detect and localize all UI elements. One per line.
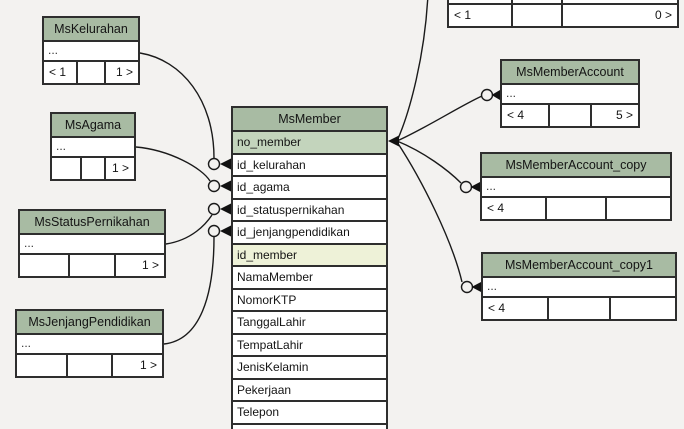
- collapsed-fields-row[interactable]: ...: [482, 178, 670, 198]
- nav-next-cell[interactable]: 1 >: [112, 161, 130, 175]
- nav-prev-cell[interactable]: < 4: [502, 105, 550, 126]
- nav-mid-cell[interactable]: [68, 355, 114, 376]
- table-title[interactable]: MsJenjangPendidikan: [17, 311, 162, 335]
- record-nav-row: < 4: [482, 198, 670, 219]
- table-title[interactable]: MsMember: [233, 108, 386, 132]
- relation-circle-id-kelurahan: [207, 157, 221, 171]
- table-ms-member-account-copy[interactable]: MsMemberAccount_copy ... < 4: [480, 152, 672, 221]
- record-nav-row: < 1 1 >: [44, 62, 138, 83]
- table-title[interactable]: MsMemberAccount_copy1: [483, 254, 675, 278]
- nav-next-cell[interactable]: [611, 298, 675, 319]
- field-row-jenis-kelamin[interactable]: JenisKelamin: [233, 357, 386, 380]
- arrow-into-id-kelurahan: [220, 158, 231, 170]
- table-ms-member-account[interactable]: MsMemberAccount ... < 4 5 >: [500, 59, 640, 128]
- nav-mid-cell[interactable]: [78, 62, 107, 83]
- field-row-id-agama[interactable]: id_agama: [233, 177, 386, 200]
- field-row-tempat-lahir[interactable]: TempatLahir: [233, 334, 386, 357]
- relation-member-account-copy[interactable]: [396, 140, 462, 184]
- clipped-cell: [513, 0, 563, 3]
- record-nav-row: 1 >: [20, 255, 164, 276]
- relation-jenjangpendidikan-member[interactable]: [163, 236, 215, 345]
- collapsed-fields-row[interactable]: ...: [17, 335, 162, 355]
- collapsed-fields-row[interactable]: ...: [20, 235, 164, 255]
- relation-agama-member[interactable]: [135, 146, 211, 182]
- nav-mid-cell[interactable]: [82, 158, 107, 179]
- arrow-into-member-account-copy: [470, 182, 480, 192]
- relation-member-account-copy1[interactable]: [396, 141, 463, 283]
- nav-next-cell[interactable]: 5 >: [616, 108, 634, 122]
- field-row-nama-member[interactable]: NamaMember: [233, 267, 386, 290]
- record-nav-row: < 4 5 >: [502, 105, 638, 126]
- arrow-into-id-jenjangpendidikan: [220, 225, 231, 237]
- nav-next-cell[interactable]: 1 >: [140, 358, 158, 372]
- table-title[interactable]: MsAgama: [52, 114, 134, 138]
- table-title[interactable]: MsStatusPernikahan: [20, 211, 164, 235]
- collapsed-fields-row[interactable]: ...: [483, 278, 675, 298]
- arrow-into-member-account: [491, 90, 500, 100]
- collapsed-fields-row[interactable]: ...: [502, 85, 638, 105]
- field-row-nomor-ktp[interactable]: NomorKTP: [233, 289, 386, 312]
- relation-circle-member-account-copy: [459, 180, 473, 194]
- table-title[interactable]: MsMemberAccount_copy: [482, 154, 670, 178]
- field-row-id-kelurahan[interactable]: id_kelurahan: [233, 154, 386, 177]
- collapsed-fields-row[interactable]: ...: [44, 42, 138, 62]
- field-row-tanggal-lahir[interactable]: TanggalLahir: [233, 312, 386, 335]
- record-nav-row: < 1 0 >: [449, 3, 677, 26]
- relation-member-offscreen-table[interactable]: [396, 0, 429, 142]
- field-row-id-member[interactable]: id_member: [233, 244, 386, 267]
- arrow-into-id-statuspernikahan: [220, 203, 231, 215]
- table-ms-status-pernikahan[interactable]: MsStatusPernikahan ... 1 >: [18, 209, 166, 278]
- arrow-into-member-account-copy1: [471, 282, 481, 292]
- nav-prev-cell[interactable]: < 4: [482, 198, 547, 219]
- relation-circle-id-statuspernikahan: [207, 202, 221, 216]
- table-title[interactable]: MsKelurahan: [44, 18, 138, 42]
- field-row-no-member[interactable]: no_member: [233, 132, 386, 155]
- nav-prev-cell[interactable]: < 1: [449, 5, 513, 26]
- clipped-row: [449, 0, 677, 3]
- table-partial-top[interactable]: < 1 0 >: [447, 0, 679, 28]
- nav-next-cell[interactable]: 0 >: [654, 8, 672, 22]
- arrow-at-no-member: [388, 135, 399, 147]
- relation-member-account[interactable]: [396, 95, 483, 142]
- relation-circle-member-account-copy1: [460, 280, 474, 294]
- table-ms-member-account-copy1[interactable]: MsMemberAccount_copy1 ... < 4: [481, 252, 677, 321]
- collapsed-fields-row[interactable]: ...: [52, 138, 134, 158]
- relation-circle-id-agama: [207, 179, 221, 193]
- table-ms-kelurahan[interactable]: MsKelurahan ... < 1 1 >: [42, 16, 140, 85]
- nav-mid-cell[interactable]: [549, 298, 611, 319]
- record-nav-row: 1 >: [52, 158, 134, 179]
- nav-prev-cell[interactable]: [17, 355, 68, 376]
- nav-prev-cell[interactable]: [20, 255, 71, 276]
- field-row-id-statuspernikahan[interactable]: id_statuspernikahan: [233, 199, 386, 222]
- nav-prev-cell[interactable]: < 4: [483, 298, 550, 319]
- relation-circle-id-jenjangpendidikan: [207, 224, 221, 238]
- table-ms-jenjang-pendidikan[interactable]: MsJenjangPendidikan ... 1 >: [15, 309, 164, 378]
- nav-next-cell[interactable]: [607, 198, 670, 219]
- table-ms-agama[interactable]: MsAgama ... 1 >: [50, 112, 136, 181]
- field-row-pekerjaan[interactable]: Pekerjaan: [233, 379, 386, 402]
- field-row-id-jenjangpendidikan[interactable]: id_jenjangpendidikan: [233, 222, 386, 245]
- field-row-telepon[interactable]: Telepon: [233, 402, 386, 425]
- record-nav-row: 1 >: [17, 355, 162, 376]
- table-title[interactable]: MsMemberAccount: [502, 61, 638, 85]
- nav-mid-cell[interactable]: [547, 198, 607, 219]
- relation-statuspernikahan-member[interactable]: [165, 214, 213, 245]
- nav-mid-cell[interactable]: [550, 105, 593, 126]
- arrow-into-id-agama: [220, 180, 231, 192]
- nav-prev-cell[interactable]: < 1: [44, 62, 78, 83]
- clipped-cell: [449, 0, 513, 3]
- clipped-cell: [563, 0, 677, 3]
- nav-next-cell[interactable]: 1 >: [141, 258, 159, 272]
- nav-mid-cell[interactable]: [513, 5, 563, 26]
- nav-prev-cell[interactable]: [52, 158, 82, 179]
- field-row-partial: [233, 424, 386, 429]
- nav-mid-cell[interactable]: [70, 255, 116, 276]
- table-ms-member[interactable]: MsMember no_member id_kelurahan id_agama…: [231, 106, 388, 429]
- relation-circle-member-account: [480, 88, 494, 102]
- record-nav-row: < 4: [483, 298, 675, 319]
- nav-next-cell[interactable]: 1 >: [116, 65, 134, 79]
- relation-kelurahan-member[interactable]: [139, 52, 215, 159]
